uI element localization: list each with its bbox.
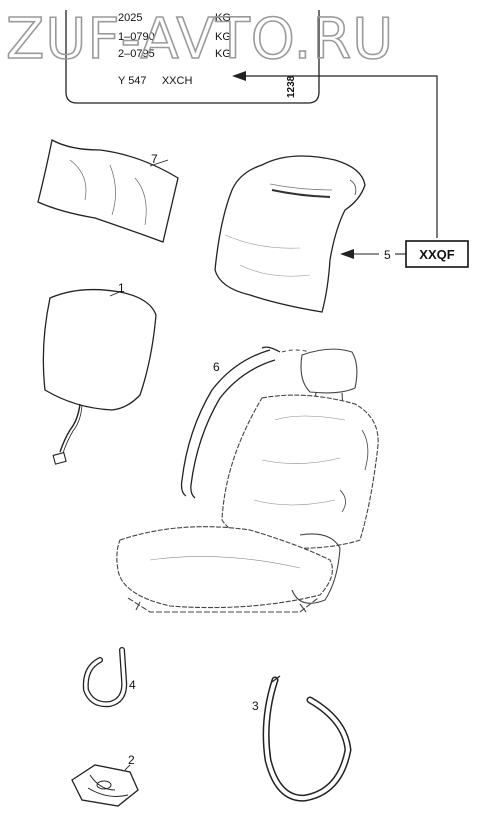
seat-assembly	[116, 348, 379, 613]
watermark: ZUF-AVTO.RU	[6, 7, 394, 72]
part-2-retaining-clip: 2	[71, 753, 139, 807]
plate-code-line: Y 547 XXCH	[118, 75, 192, 87]
part-6-label: 6	[213, 360, 220, 374]
part-5-arrow-head	[340, 249, 354, 259]
plate-row-1-left: 2025	[118, 12, 142, 24]
plate-row-1-right: KG	[215, 12, 231, 24]
plate-arrow-head	[232, 71, 246, 81]
part-4-label: 4	[129, 678, 136, 692]
part-7-label: 7	[151, 152, 158, 166]
part-5-backrest-pad: 5	[214, 155, 406, 313]
plate-vertical-code: 1238	[286, 75, 297, 98]
part-6-trim-strip: 6	[180, 346, 311, 499]
part-1-label: 1	[118, 281, 125, 295]
identification-plate: 2025 KG 1–0790 KG 2–0795 KG Y 547 XXCH 1…	[65, 10, 438, 238]
part-5-label: 5	[384, 248, 391, 262]
plate-row-2-right: KG	[215, 31, 231, 43]
plate-row-3-right: KG	[215, 48, 231, 60]
part-3-curved-trim: 3	[252, 675, 352, 802]
part-3-label: 3	[252, 699, 259, 713]
callout-box: XXQF	[405, 240, 469, 268]
part-7-cushion-pad: 7	[37, 138, 179, 243]
part-4-u-clip: 4	[82, 647, 136, 708]
plate-row-2-left: 1–0790	[118, 31, 155, 43]
plate-row-3-left: 2–0795	[118, 48, 155, 60]
callout-code: XXQF	[419, 247, 454, 262]
part-2-label: 2	[128, 753, 135, 767]
part-1-headrest-pad: 1	[42, 281, 157, 465]
